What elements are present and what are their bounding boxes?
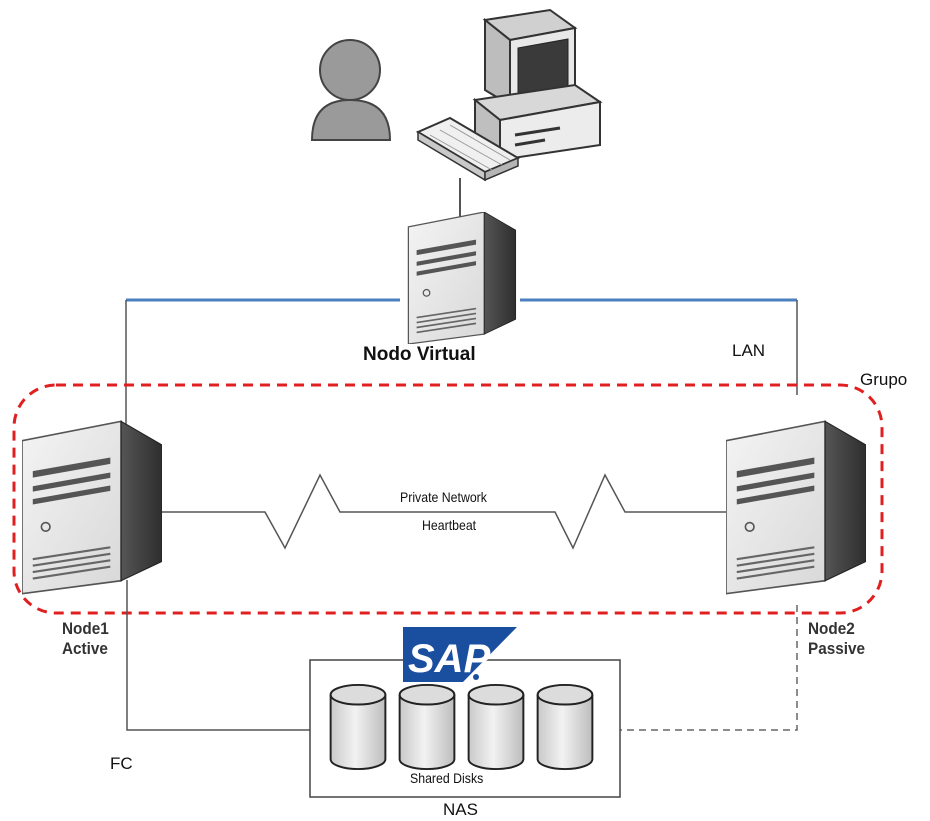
node2-server-icon bbox=[726, 420, 866, 595]
virtual-node-server-icon bbox=[407, 212, 517, 344]
node1-label: Node1 Active bbox=[62, 619, 109, 659]
node2-name: Node2 bbox=[808, 619, 855, 638]
shared-disks-label: Shared Disks bbox=[410, 770, 484, 786]
group-border bbox=[12, 383, 884, 615]
sap-logo: SAP bbox=[403, 627, 517, 682]
node2-storage-cable bbox=[620, 605, 798, 731]
heartbeat-label: Heartbeat bbox=[422, 517, 477, 533]
keyboard-icon bbox=[415, 116, 521, 182]
fc-cable bbox=[126, 580, 310, 731]
node2-state: Passive bbox=[808, 639, 866, 658]
virtual-node-label: Nodo Virtual bbox=[363, 344, 476, 365]
node1-name: Node1 bbox=[62, 619, 109, 638]
lan-line bbox=[125, 298, 798, 425]
node1-state: Active bbox=[62, 639, 108, 658]
node1-server-icon bbox=[22, 420, 162, 595]
lan-label: LAN bbox=[732, 341, 766, 360]
svg-text:SAP: SAP bbox=[408, 637, 491, 681]
node2-label: Node2 Passive bbox=[808, 619, 865, 659]
group-label: Grupo bbox=[860, 370, 908, 389]
disk-cylinder-icon bbox=[467, 683, 525, 771]
desktop-computer-icon bbox=[472, 8, 603, 162]
nas-label: NAS bbox=[443, 800, 478, 819]
disk-cylinder-icon bbox=[329, 683, 387, 771]
disk-cylinder-icon bbox=[398, 683, 456, 771]
fc-label: FC bbox=[110, 754, 133, 773]
user-icon bbox=[310, 39, 392, 141]
heartbeat-line bbox=[158, 473, 727, 550]
disk-cylinder-icon bbox=[536, 683, 594, 771]
private-network-label: Private Network bbox=[400, 489, 487, 505]
